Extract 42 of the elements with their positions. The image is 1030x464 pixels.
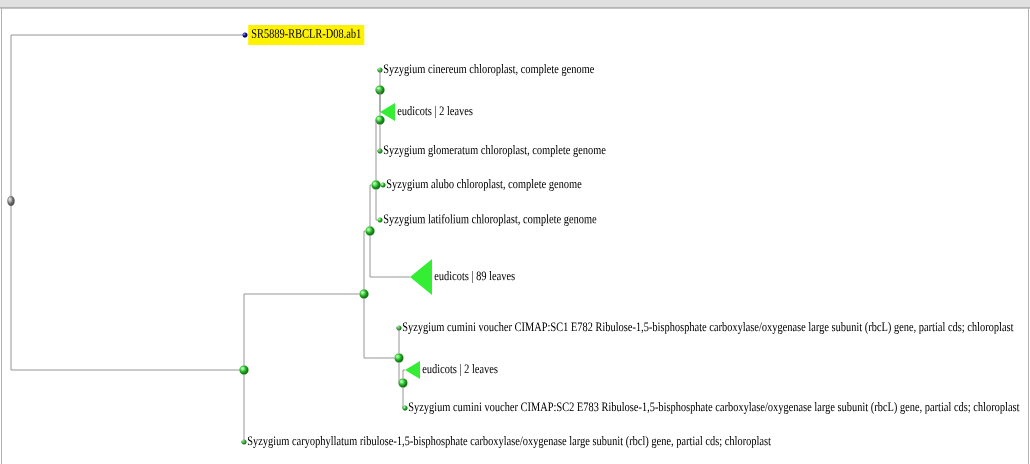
tree-branch [374, 89, 381, 116]
leaf-label: Syzygium alubo chloroplast, complete genome [386, 179, 582, 191]
branch-node [359, 289, 369, 299]
branch-node [239, 365, 249, 375]
leaf-label: Syzygium cinereum chloroplast, complete genome [383, 64, 594, 76]
branch-node [394, 353, 404, 363]
leaf-label: Syzygium latifolium chloroplast, complete genome [383, 214, 597, 226]
query-sequence-label: SR5889-RBCLR-D08.ab1 [248, 25, 365, 45]
tree-branch [402, 369, 406, 379]
node-label: eudicots | 2 leaves [397, 106, 473, 118]
tree-branch [395, 327, 400, 354]
tree-branch [375, 189, 378, 221]
leaf-label: Syzygium caryophyllatum ribulose-1,5-bisphosphate carboxylase/oxygenase large subunit (rbcl) gene, partial cds; chloroplast [247, 436, 771, 448]
tree-branch [376, 69, 381, 86]
tree-branch [240, 374, 245, 443]
leaf-label: Syzygium cumini voucher CIMAP:SC1 E782 Ribulose-1,5-bisphosphate carboxylase/oxygenase large subunit (rbcL) gene, partial cds; chloroplast [402, 322, 1014, 334]
branch-node [365, 226, 375, 236]
node-label: eudicots | 2 leaves [422, 364, 498, 376]
tree-branch [369, 235, 411, 278]
tree-branch [401, 387, 404, 409]
root-node [7, 195, 15, 207]
tree-branch [379, 94, 381, 113]
branch-node [398, 378, 408, 388]
tree-branch [369, 184, 372, 227]
tree-branch [243, 293, 360, 366]
tree-branch [363, 230, 366, 290]
node-label: eudicots | 89 leaves [434, 271, 515, 283]
branch-node [375, 85, 385, 95]
collapsed-clade: eudicots | 2 leaves [380, 103, 473, 121]
leaf-label: Syzygium cumini voucher CIMAP:SC2 E783 Ribulose-1,5-bisphosphate carboxylase/oxygenase large subunit (rbcL) gene, partial cds; chloroplast [408, 402, 1020, 414]
collapsed-clade: eudicots | 2 leaves [405, 361, 498, 379]
leaf-label: Syzygium glomeratum chloroplast, complete genome [383, 145, 606, 157]
tree-branch [397, 362, 400, 384]
tree-branch [376, 124, 381, 152]
tree-branch [379, 184, 382, 186]
collapsed-clade: eudicots | 89 leaves [410, 259, 515, 295]
tree-branch [363, 298, 395, 359]
branch-node [375, 115, 385, 125]
tree-branch [374, 119, 377, 181]
branch-node [371, 180, 381, 190]
tree-branch [10, 205, 240, 371]
tree-branch [10, 34, 243, 197]
